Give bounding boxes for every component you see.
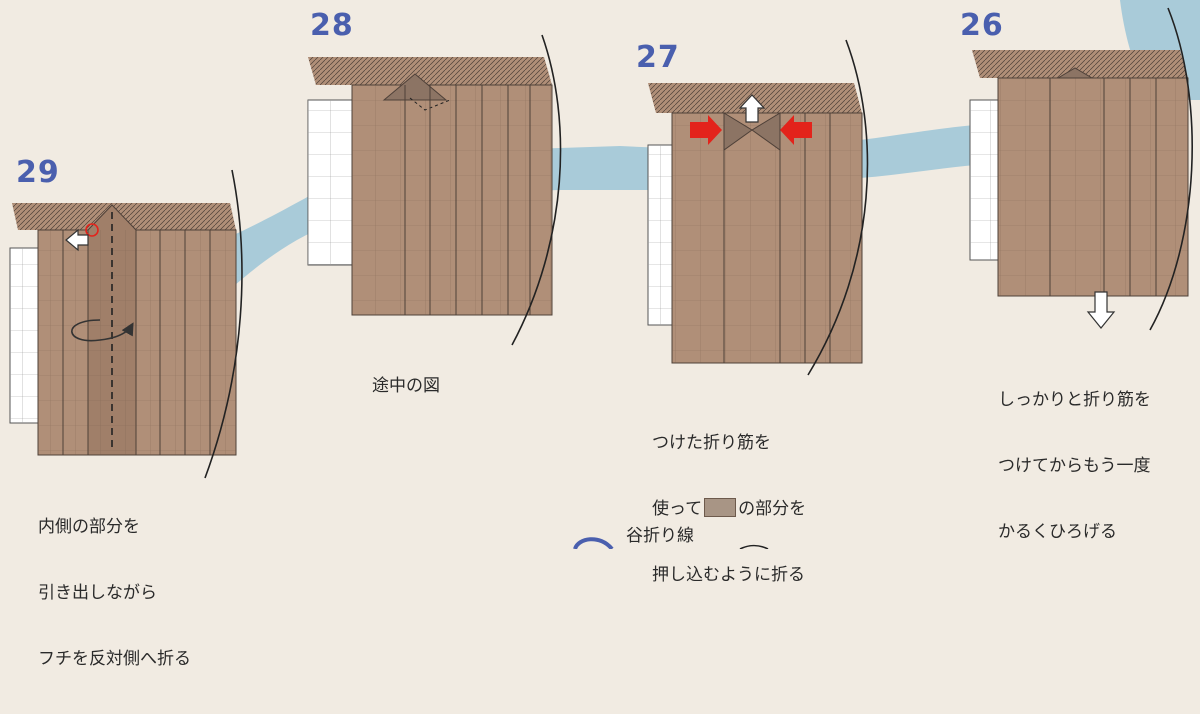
edge-curve: [204, 169, 243, 479]
step-27-model: [647, 39, 869, 376]
step-28-model: [307, 34, 562, 346]
push-arrow-icon: [690, 115, 722, 145]
caption-line: 内側の部分を: [38, 517, 140, 537]
origami-diagram: 29 28 27 26 内側の部分を 引き出しながら フチを反対側へ折る 途中の…: [9, 0, 1200, 669]
caption-line: フチを反対側へ折る: [38, 649, 191, 669]
partial-step-number: [573, 537, 614, 549]
caption-text: の部分を: [738, 499, 807, 519]
caption-line: 途中の図: [372, 376, 440, 396]
diagram-canvas: [9, 0, 1200, 549]
caption-line: つけた折り筋を: [652, 433, 771, 453]
down-arrow-icon: [1086, 291, 1116, 329]
caption-text: 使って: [652, 499, 703, 519]
caption-line: しっかりと折り筋を: [998, 390, 1151, 410]
step-27-caption: つけた折り筋を 使って の部分を 押し込むように折る: [652, 388, 806, 630]
step-26-model: [969, 7, 1193, 331]
step-28-caption: 途中の図: [372, 331, 440, 441]
up-arrow-icon: [738, 94, 766, 123]
pleat-lines: [723, 113, 831, 363]
pleat-lines: [404, 85, 531, 315]
step-29-model: [9, 169, 243, 479]
pleat-lines: [62, 230, 211, 455]
valley-fold-label: 谷折り線: [626, 526, 694, 546]
step-number-26: 26: [960, 8, 1004, 43]
caption-line: つけてからもう一度: [998, 456, 1151, 476]
caption-line: 引き出しながら: [38, 583, 157, 603]
caption-line: 使って の部分を: [652, 498, 806, 520]
caption-line: かるくひろげる: [998, 522, 1117, 542]
edge-curve: [511, 34, 562, 346]
step-29-caption: 内側の部分を 引き出しながら フチを反対側へ折る: [38, 472, 191, 714]
left-arrow-icon: [65, 228, 89, 252]
step-26-caption: しっかりと折り筋を つけてからもう一度 かるくひろげる: [998, 345, 1151, 587]
highlight-circle: [85, 223, 99, 237]
rotate-arrow-icon: [71, 319, 134, 342]
edge-curve: [807, 39, 869, 376]
color-swatch-icon: [704, 498, 737, 517]
edge-curve: [1149, 7, 1193, 331]
caption-line: 押し込むように折る: [652, 565, 805, 585]
step-number-28: 28: [310, 8, 354, 43]
pleat-lines: [1049, 78, 1157, 296]
push-arrow-icon: [780, 115, 812, 145]
step-number-27: 27: [636, 40, 680, 75]
step-number-29: 29: [16, 155, 60, 190]
